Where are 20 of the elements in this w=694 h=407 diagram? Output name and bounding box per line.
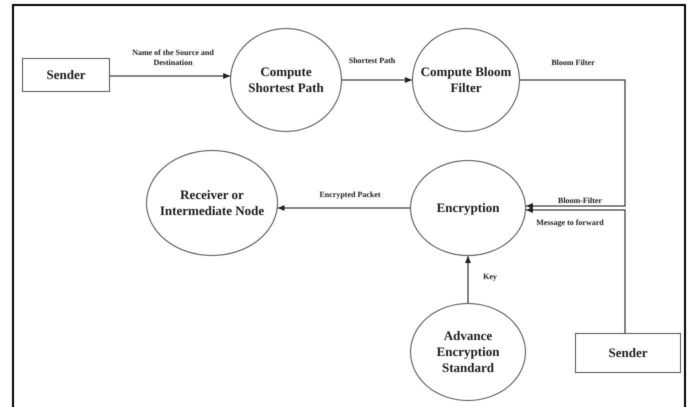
process-ellipse: Encryption [410,160,526,256]
edge-label: Bloom Filter [550,58,596,68]
edge-label: Key [482,272,498,282]
arrow [465,256,471,303]
arrow [520,79,626,209]
process-ellipse: Advance Encryption Standard [410,303,526,401]
process-box: Sender [575,333,681,373]
process-ellipse: Receiver or Intermediate Node [146,150,278,256]
edge-label: Message to forward [535,218,605,228]
arrow [342,77,412,83]
edge-label: Name of the Source and Destination [131,48,215,68]
process-ellipse: Compute Shortest Path [230,28,342,132]
arrow [278,205,410,211]
edge-label: Shortest Path [348,56,396,66]
process-ellipse: Compute Bloom Filter [412,28,520,132]
text-label: Bloom-Filter [557,196,603,206]
arrow [110,73,230,79]
edge-label: Encrypted Packet [318,190,382,200]
arrow [526,207,626,333]
process-box: Sender [22,58,110,92]
